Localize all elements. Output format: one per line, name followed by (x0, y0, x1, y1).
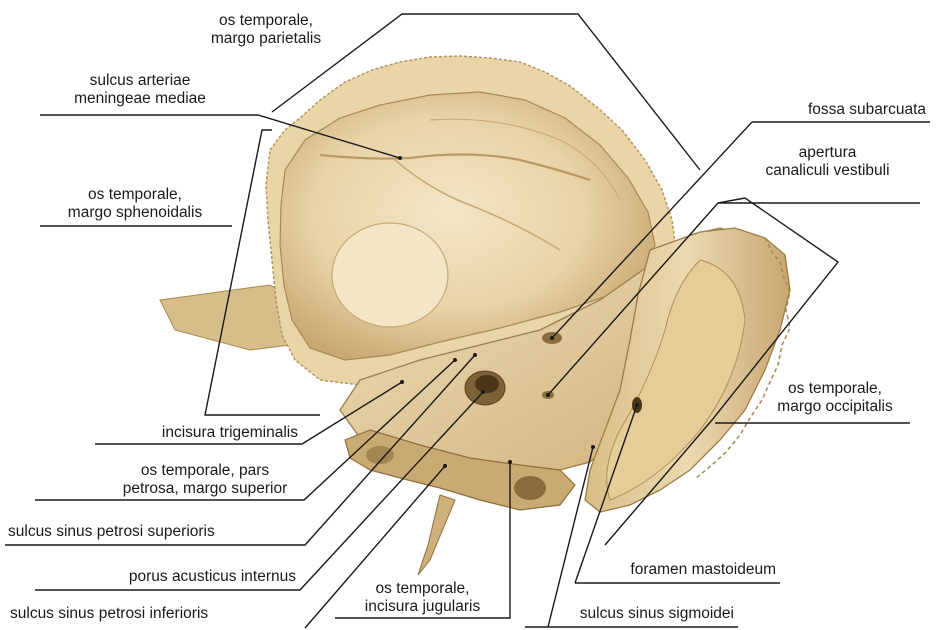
label-pars-petrosa-margo-superior: os temporale, pars petrosa, margo superi… (100, 462, 310, 498)
styloid-process (418, 495, 455, 575)
squama-impression (332, 223, 448, 327)
label-sulcus-sinus-petrosi-superioris: sulcus sinus petrosi superioris (8, 523, 308, 541)
label-fossa-subarcuata: fossa subarcuata (740, 101, 926, 119)
label-sulcus-sinus-sigmoidei: sulcus sinus sigmoidei (530, 605, 734, 623)
label-foramen-mastoideum: foramen mastoideum (580, 561, 776, 579)
label-incisura-trigeminalis: incisura trigeminalis (60, 424, 298, 442)
label-porus-acusticus-internus: porus acusticus internus (40, 568, 296, 586)
label-incisura-jugularis: os temporale, incisura jugularis (340, 580, 505, 616)
label-apertura-canaliculi-vestibuli: apertura canaliculi vestibuli (740, 144, 915, 180)
label-margo-sphenoidalis: os temporale, margo sphenoidalis (50, 186, 220, 222)
label-sulcus-sinus-petrosi-inferioris: sulcus sinus petrosi inferioris (10, 605, 310, 623)
label-margo-parietalis: os temporale, margo parietalis (186, 12, 346, 48)
label-sulcus-arteriae-meningeae-mediae: sulcus arteriae meningeae mediae (60, 72, 220, 108)
label-margo-occipitalis: os temporale, margo occipitalis (755, 380, 915, 416)
